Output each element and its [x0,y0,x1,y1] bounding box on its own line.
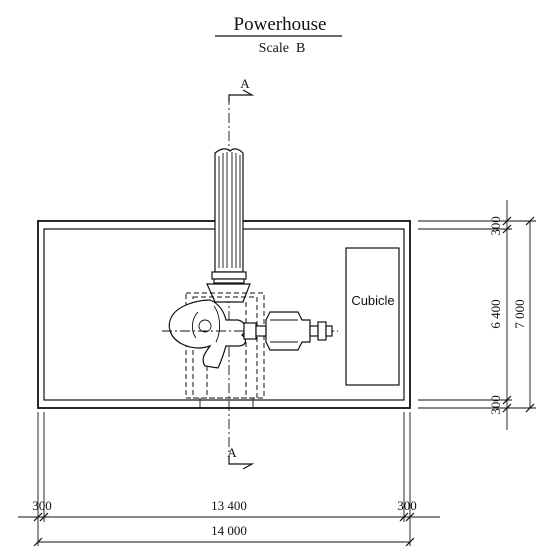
dim-interior-width: 13 400 [211,498,247,513]
dim-left-wall: 300 [32,498,52,513]
section-arrow-top [228,89,255,102]
penstock-flange [211,271,247,280]
shaft-coupling [243,322,257,340]
turbine-casing [168,299,247,369]
dim-overall-height: 7 000 [512,299,527,328]
dim-overall-width: 14 000 [211,523,247,538]
dim-top-wall: 300 [488,216,503,236]
dim-bottom-wall: 300 [488,395,503,415]
vertical-dimensions: 300 6 400 300 7 000 [418,200,536,430]
penstock [206,148,251,303]
dim-right-wall: 300 [397,498,417,513]
generator-assembly [162,311,338,351]
cubicle-label: Cubicle [351,293,394,308]
drawing-title: Powerhouse [234,14,327,35]
section-arrow-bottom [228,456,255,470]
cubicle: Cubicle [345,247,400,386]
turbine [168,299,247,369]
title-block: Powerhouse Scale B [215,14,342,56]
horizontal-dimensions: 300 13 400 300 14 000 [18,412,440,547]
dim-interior-height: 6 400 [488,299,503,328]
section-marker-bottom: A [227,445,237,460]
cubicle-box [345,247,400,386]
section-marker-top: A [240,76,250,91]
drawing-subtitle: Scale B [259,41,306,56]
exciter [317,321,327,341]
generator-body [265,311,311,351]
